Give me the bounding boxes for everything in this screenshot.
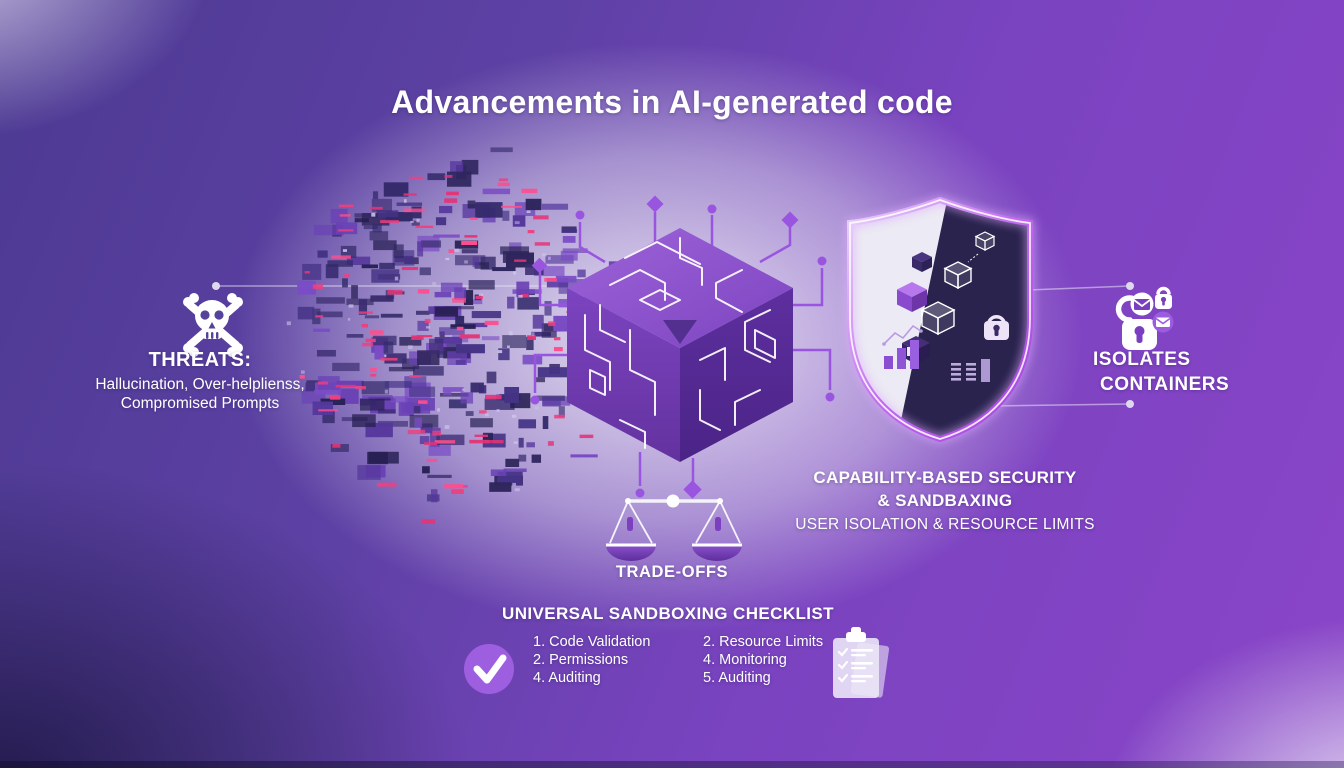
checklist-item: 2. Resource Limits [703, 634, 824, 650]
skull-crossbones-icon [183, 293, 243, 357]
padlock-cluster-icon [1115, 286, 1174, 350]
isolates-line2: CONTAINERS [1100, 374, 1230, 395]
checklist-item: 2. Permissions [533, 652, 629, 668]
circuit-cube-icon [530, 195, 835, 499]
isolates-block: ISOLATES CONTAINERS [1093, 347, 1323, 397]
security-shield-icon [847, 196, 1033, 443]
mini-cube-dark [912, 252, 932, 272]
balance-scale-icon [606, 494, 742, 561]
threats-heading: THREATS: [148, 349, 252, 371]
mini-cube-bright [897, 282, 927, 312]
checklist-item: 1. Code Validation [533, 634, 651, 650]
checklist-heading: UNIVERSAL SANDBOXING CHECKLIST [502, 604, 834, 623]
connector-dots [212, 282, 1134, 408]
capability-line1: CAPABILITY-BASED SECURITY [813, 468, 1077, 487]
threats-line1: Hallucination, Over-helplienss, [95, 376, 305, 393]
bottom-vignette [0, 761, 1344, 768]
checklist-item: 5. Auditing [703, 670, 771, 686]
capability-line3: USER ISOLATION & RESOURCE LIMITS [795, 516, 1095, 533]
checklist-item: 4. Auditing [533, 670, 601, 686]
checklist-item: 4. Monitoring [703, 652, 787, 668]
mini-cube-outline-2 [920, 301, 956, 336]
shield-equalizer-icon [951, 359, 990, 382]
threats-line2: Compromised Prompts [120, 395, 280, 412]
page-title: Advancements in AI-generated code [391, 84, 953, 120]
check-circle-icon [464, 644, 514, 694]
isolates-line1: ISOLATES [1093, 349, 1191, 370]
checklist-col2: 2. Resource Limits 4. Monitoring 5. Audi… [703, 633, 863, 687]
clipboard-checklist-icon [833, 627, 890, 698]
threats-block: THREATS: Hallucination, Over-helplienss,… [48, 349, 352, 413]
checklist-col1: 1. Code Validation 2. Permissions 4. Aud… [533, 633, 693, 687]
glitch-pixel-cloud [286, 147, 648, 525]
tradeoffs-label: TRADE-OFFS [615, 563, 729, 581]
shield-bar-chart-icon [882, 324, 923, 369]
capability-line2: & SANDBAXING [877, 491, 1013, 510]
capability-block: CAPABILITY-BASED SECURITY & SANDBAXING U… [794, 466, 1096, 534]
shield-lock-icon [984, 315, 1009, 340]
mini-cube-tiny [974, 231, 996, 251]
mini-cube-outline-1 [943, 261, 973, 290]
